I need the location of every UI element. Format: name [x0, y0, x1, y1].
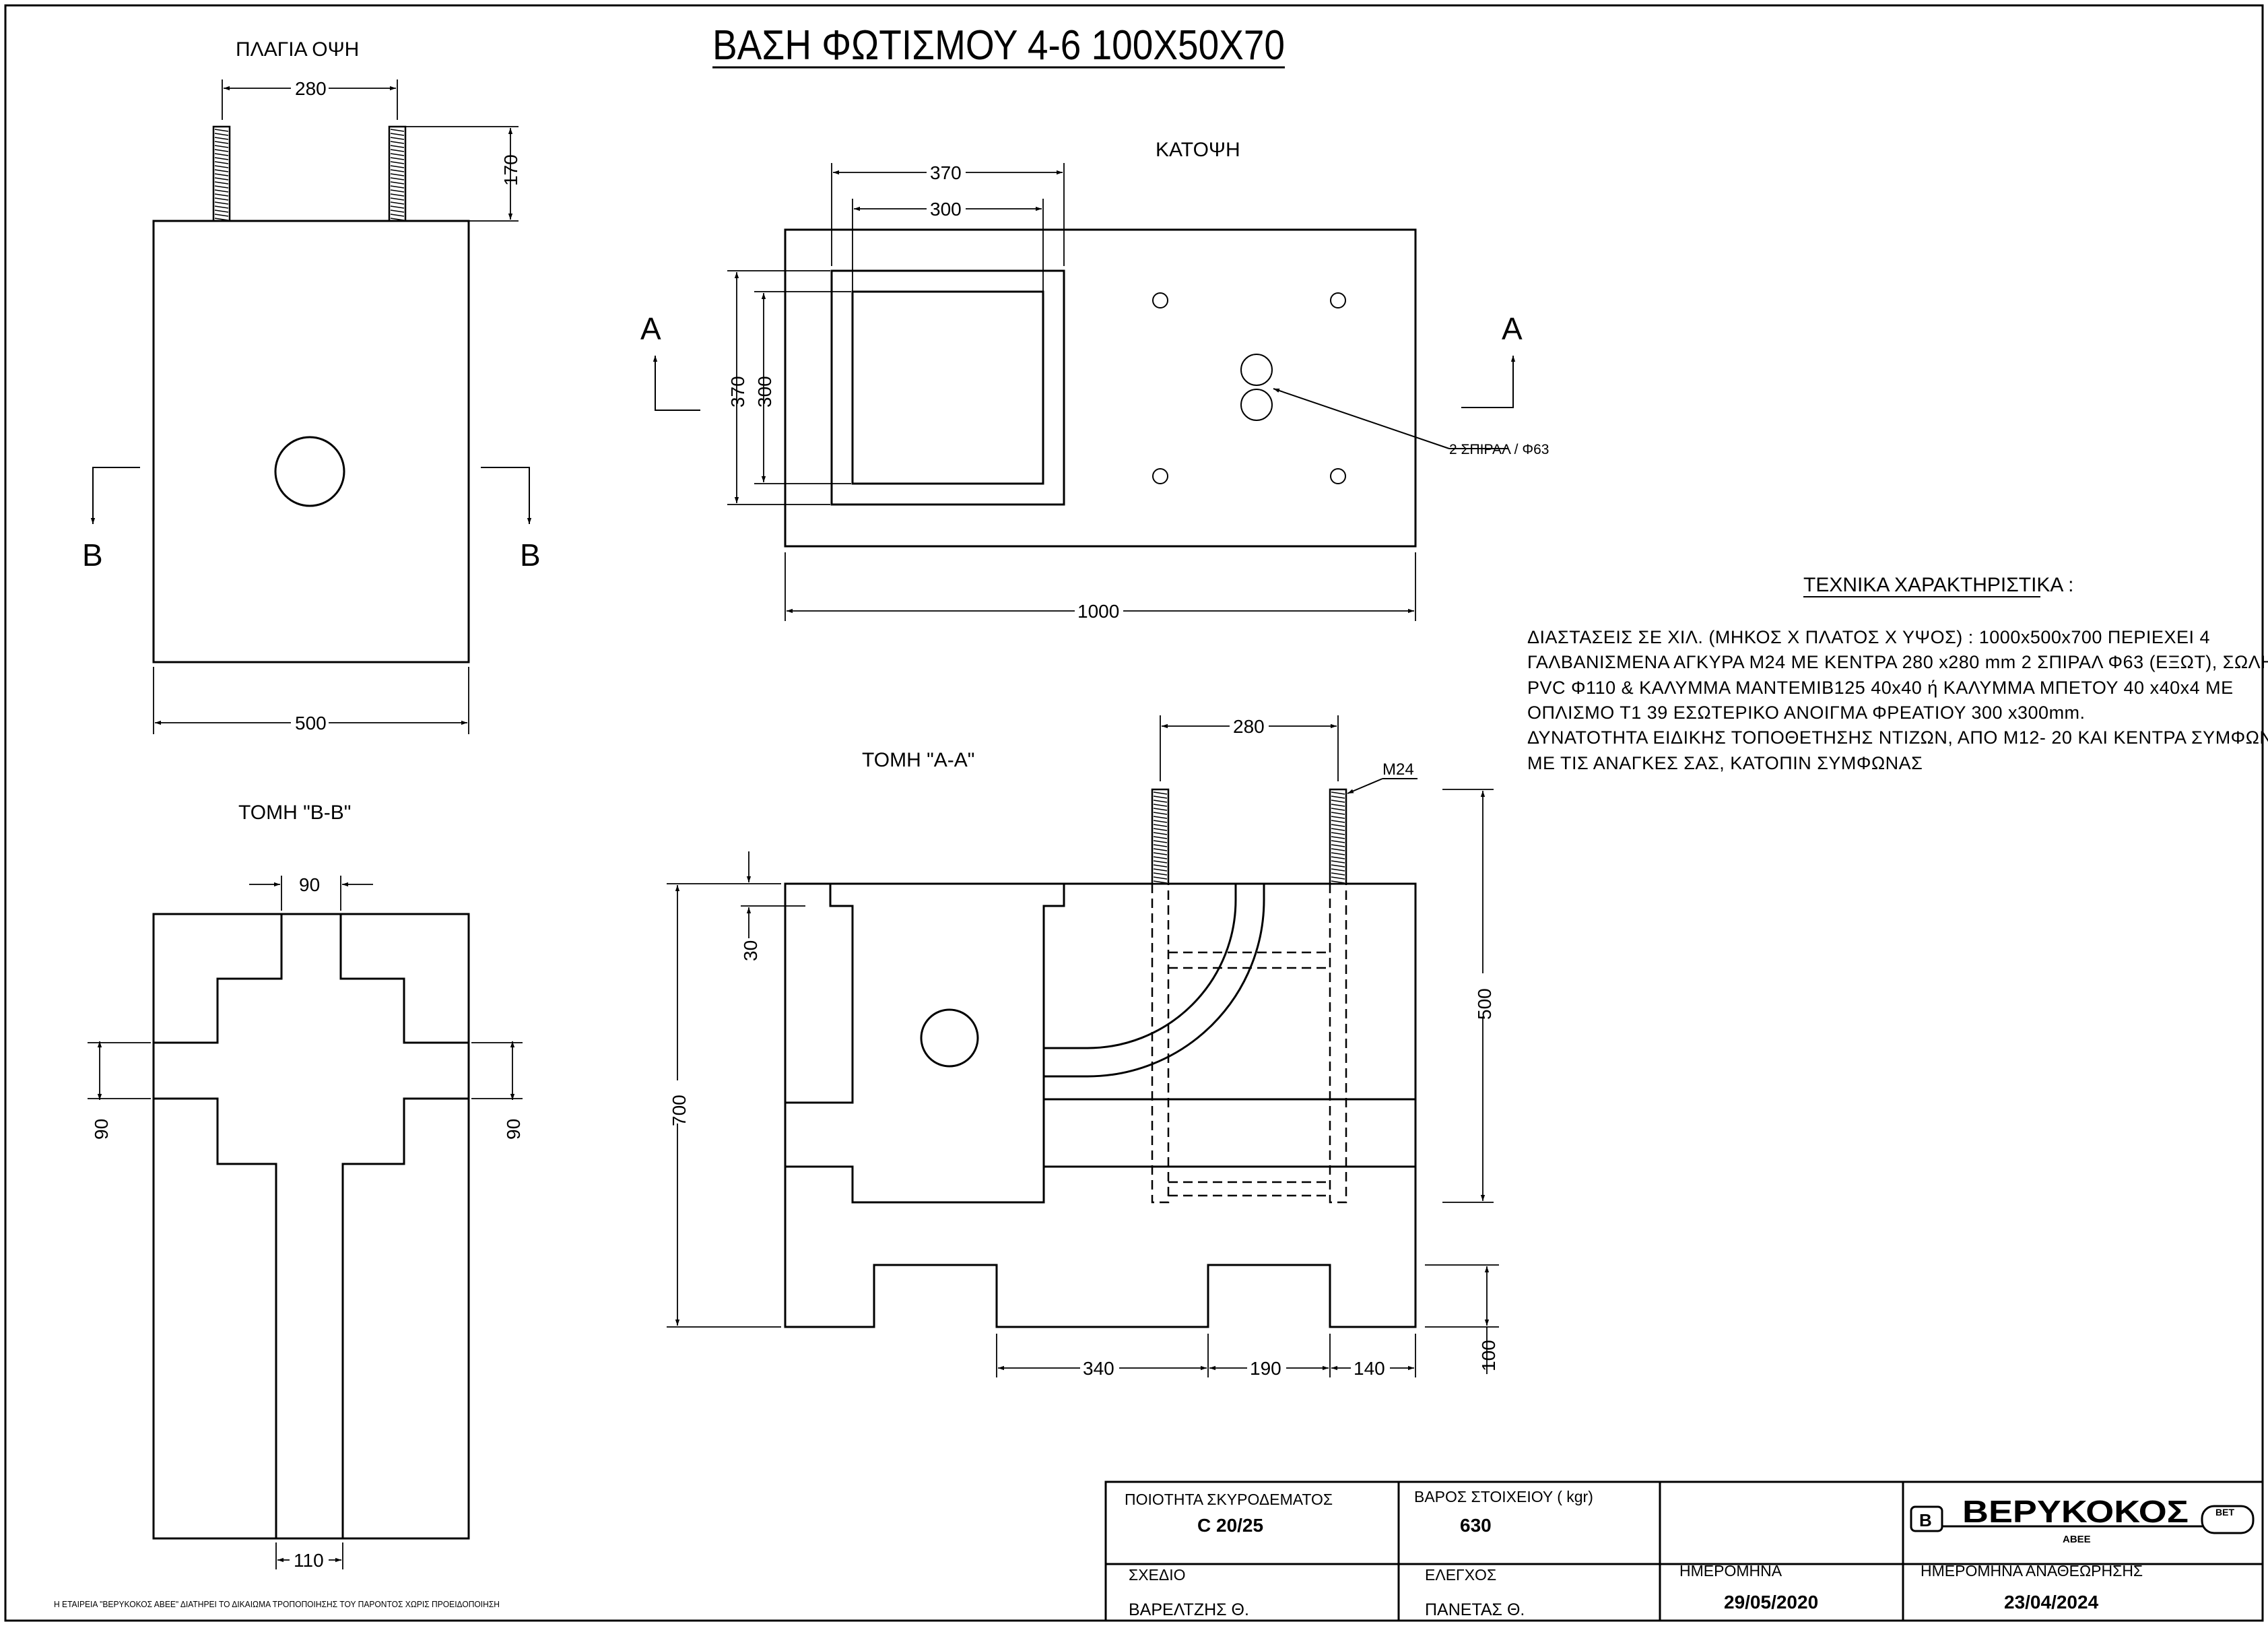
- section-arrow-a-left: [653, 356, 700, 411]
- section-arrow-b-left: [90, 467, 140, 524]
- section-aa-outline: [784, 882, 1417, 1328]
- aa-dim-bolt-spacing-label: 280: [1233, 716, 1265, 737]
- weight-label: ΒΑΡΟΣ ΣΤΟΙΧΕΙΟΥ ( kgr): [1414, 1488, 1593, 1505]
- section-arrow-b-right: [481, 467, 532, 524]
- copyright-note: Η ΕΤΑΙΡΕΙΑ "ΒΕΡΥΚΟΚΟΣ ΑΒΕΕ" ΔΙΑΤΗΡΕΙ ΤΟ …: [54, 1599, 500, 1609]
- plan-block-outline: [784, 228, 1417, 548]
- company-name: ΒΕΡΥΚΟΚΟΣ: [1962, 1494, 2189, 1529]
- title-block: ΠΟΙΟΤΗΤΑ ΣΚΥΡΟΔΕΜΑΤΟΣ C 20/25 ΒΑΡΟΣ ΣΤΟΙ…: [1104, 1481, 2264, 1622]
- check-value: ΠΑΝΕΤΑΣ Θ.: [1425, 1600, 1525, 1619]
- plan-dim-outer-h-label: 370: [727, 376, 748, 408]
- section-bb-view: ΤΟΜΗ "B-B" 90 90 90 110: [88, 802, 524, 1571]
- spec-line: ΟΠΛΙΣΜΟ Τ1 39 ΕΣΩΤΕΡΙΚΟ ΑΝΟΙΓΜΑ ΦΡΕΑΤΙΟΥ…: [1527, 703, 2086, 723]
- spec-line: ΔΙΑΣΤΑΣΕΙΣ ΣΕ ΧΙΛ. (ΜΗΚΟΣ Χ ΠΛΑΤΟΣ Χ ΥΨΟ…: [1527, 627, 2210, 647]
- section-bb-cross-void: [154, 914, 469, 1538]
- technical-specs: ΤΕΧΝΙΚΑ ΧΑΡΑΚΤΗΡΙΣΤΙΚΑ : ΔΙΑΣΤΑΣΕΙΣ ΣΕ Χ…: [1527, 574, 2268, 773]
- aa-dim-base-height-label: 100: [1478, 1340, 1499, 1371]
- design-label: ΣΧΕΔΙΟ: [1129, 1566, 1186, 1584]
- section-bb-title: ΤΟΜΗ "B-B": [238, 802, 351, 824]
- spiral-conduit: [1240, 389, 1273, 421]
- spiral-conduit: [1240, 354, 1273, 386]
- pipe-opening-section: [920, 1008, 979, 1068]
- plan-dim-inner-h-label: 300: [754, 376, 775, 408]
- bolt-hole: [1152, 292, 1168, 308]
- date-value: 29/05/2020: [1724, 1592, 1818, 1613]
- pit-outer: [830, 269, 1065, 506]
- plan-view: ΚΑΤΟΨΗ 370 300 370 300 2 ΣΠΙΡΑΛ / Φ63 A: [640, 139, 1549, 622]
- plan-dim-inner-w-label: 300: [930, 199, 962, 220]
- spiral-conduit-bend: [1044, 884, 1265, 1078]
- spec-line: ΓΑΛΒΑΝΙΣΜΕΝΑ ΑΓΚΥΡΑ Μ24 ΜΕ ΚΕΝΤΡΑ 280 x2…: [1527, 652, 2268, 672]
- m24-leader: [1347, 778, 1383, 794]
- bolt-hole: [1152, 468, 1168, 484]
- revision-date-value: 23/04/2024: [2004, 1592, 2099, 1613]
- revision-date-label: ΗΜΕΡΟΜΗΝΑ ΑΝΑΘΕΩΡΗΣΗΣ: [1921, 1562, 2143, 1580]
- section-mark-a-left: A: [640, 311, 661, 346]
- section-mark-b-left: B: [82, 538, 103, 573]
- front-view: ΠΛΑΓΙΑ ΟΨΗ 280 170 B B 500: [82, 38, 541, 734]
- bb-dim-left-label: 90: [91, 1119, 112, 1140]
- pit-inner: [851, 290, 1044, 485]
- concrete-quality-value: C 20/25: [1197, 1515, 1263, 1536]
- spec-line: ΔΥΝΑΤΟΤΗΤΑ ΕΙΔΙΚΗΣ ΤΟΠΟΘΕΤΗΣΗΣ ΝΤΙΖΩΝ, Α…: [1527, 727, 2268, 748]
- aa-dim-height-label: 700: [669, 1095, 690, 1126]
- front-dim-bolt-spacing-label: 280: [295, 78, 327, 99]
- section-aa-view: ΤΟΜΗ "Α-Α" 280 M24 30: [667, 715, 1499, 1379]
- concrete-quality-label: ΠΟΙΟΤΗΤΑ ΣΚΥΡΟΔΕΜΑΤΟΣ: [1125, 1491, 1333, 1508]
- drawing-title: ΒΑΣΗ ΦΩΤΙΣΜΟΥ 4-6 100Χ50Χ70: [712, 22, 1285, 69]
- spec-line: PVC Φ110 & ΚΑΛΥΜΜΑ ΜΑΝΤΕΜΙΒ125 40x40 ή Κ…: [1527, 678, 2234, 698]
- bb-dim-top-label: 90: [299, 874, 320, 895]
- design-value: ΒΑΡΕΛΤΖΗΣ Θ.: [1129, 1600, 1249, 1619]
- section-aa-title: ΤΟΜΗ "Α-Α": [862, 749, 974, 771]
- weight-value: 630: [1460, 1515, 1492, 1536]
- spiral-callout: 2 ΣΠΙΡΑΛ / Φ63: [1449, 442, 1549, 457]
- front-view-title: ΠΛΑΓΙΑ ΟΨΗ: [236, 38, 359, 61]
- section-mark-b-right: B: [520, 538, 541, 573]
- company-logo: B ΒΕΡΥΚΟΚΟΣ ΑΒΕΕ BET: [1910, 1494, 2255, 1545]
- plan-dim-outer-w-label: 370: [930, 162, 962, 183]
- spiral-conduit-bend: [1044, 884, 1237, 1049]
- plan-view-title: ΚΑΤΟΨΗ: [1156, 139, 1240, 161]
- section-mark-a-right: A: [1502, 311, 1523, 346]
- section-arrow-a-right: [1461, 356, 1516, 408]
- svg-text:ΑΒΕΕ: ΑΒΕΕ: [2063, 1534, 2091, 1545]
- plan-dim-length-label: 1000: [1077, 601, 1119, 622]
- front-dim-width-label: 500: [295, 713, 327, 734]
- bb-dim-bottom-label: 110: [294, 1550, 324, 1571]
- bb-dim-right-label: 90: [503, 1119, 524, 1140]
- front-block-outline: [152, 220, 470, 663]
- bolt-hole: [1330, 292, 1346, 308]
- aa-dim-upper-height-label: 500: [1474, 988, 1495, 1020]
- aa-dim-seg3-label: 140: [1354, 1358, 1385, 1379]
- anchor-size-label: M24: [1382, 760, 1414, 779]
- aa-dim-seg2-label: 190: [1250, 1358, 1281, 1379]
- specs-heading: ΤΕΧΝΙΚΑ ΧΑΡΑΚΤΗΡΙΣΤΙΚΑ :: [1803, 574, 2073, 596]
- bolt-hole: [1330, 468, 1346, 484]
- date-label: ΗΜΕΡΟΜΗΝΑ: [1679, 1562, 1782, 1580]
- pit-cavity: [785, 884, 1065, 1204]
- callout-leader: [1273, 388, 1450, 449]
- pipe-opening: [274, 436, 345, 507]
- aa-dim-seg1-label: 340: [1083, 1358, 1114, 1379]
- spec-line: ΜΕ ΤΙΣ ΑΝΑΓΚΕΣ ΣΑΣ, ΚΑΤΟΠΙΝ ΣΥΜΦΩΝΑΣ: [1527, 753, 1923, 773]
- section-bb-outline: [152, 913, 470, 1540]
- svg-text:B: B: [1919, 1510, 1932, 1530]
- aa-dim-recess-label: 30: [740, 940, 761, 961]
- front-dim-bolt-height-label: 170: [500, 154, 521, 186]
- svg-text:BET: BET: [2215, 1507, 2234, 1518]
- check-label: ΕΛΕΓΧΟΣ: [1425, 1566, 1496, 1584]
